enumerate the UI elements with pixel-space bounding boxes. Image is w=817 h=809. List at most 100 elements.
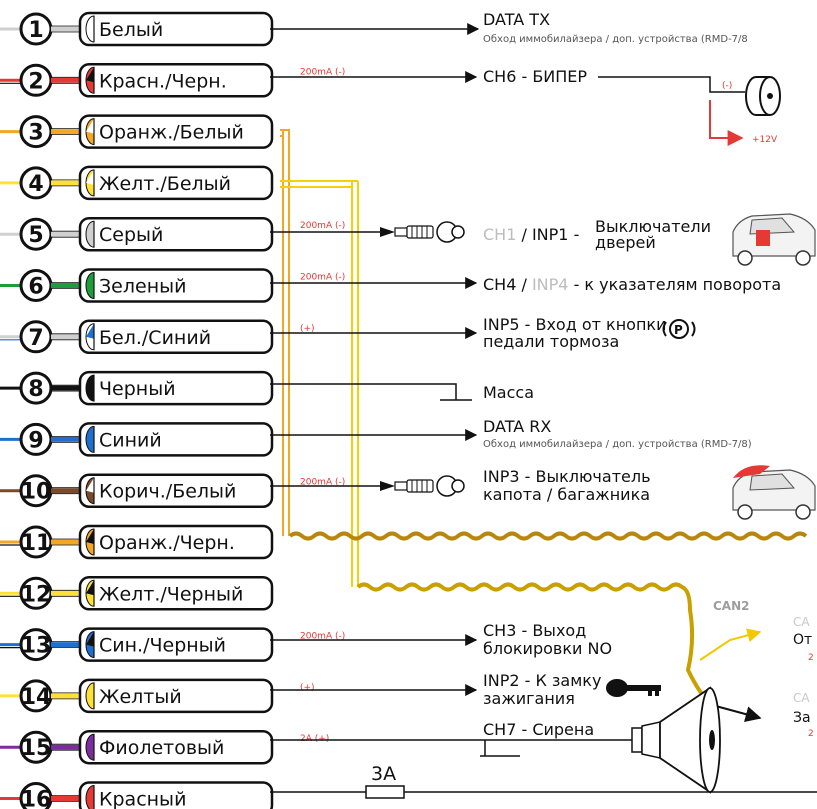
wire-current-note: (+)	[300, 324, 315, 334]
wire-label: Синий	[99, 429, 162, 451]
car-door-icon	[732, 213, 816, 266]
dest-ch7: CH7 - Сирена	[483, 720, 594, 739]
color-swatch	[85, 682, 95, 710]
wire-label: Син./Черный	[99, 635, 226, 657]
pin-number: 12	[21, 582, 52, 607]
can2-twisted-pair	[356, 582, 714, 707]
dest-inp3-line1: INP3 - Выключатель	[483, 467, 651, 486]
wire-label: Оранж./Черн.	[99, 532, 235, 554]
stripe-swatch	[86, 580, 94, 596]
dest-ch4-rest: - к указателям поворота	[574, 275, 782, 294]
pin-number: 1	[28, 18, 43, 43]
can-out-top-gray: CA	[793, 615, 810, 629]
dest-inp2-line2: зажигания	[483, 689, 575, 708]
color-swatch	[85, 733, 95, 761]
pin-number: 2	[28, 69, 43, 94]
pin-row-4: 4 Желт./Белый	[0, 165, 274, 201]
stripe-swatch	[86, 118, 94, 134]
color-swatch	[85, 15, 95, 43]
pin-number: 7	[28, 326, 43, 351]
pin-number: 4	[28, 172, 43, 197]
wire-label-box	[78, 268, 274, 303]
wire-label: Желтый	[99, 686, 182, 708]
dest-inp5-line2: педали тормоза	[483, 332, 619, 351]
pin-row-7: 7 Бел./Синий (+)	[0, 319, 315, 355]
wire-label: Желт./Белый	[99, 173, 231, 195]
dest-ground: Масса	[483, 383, 534, 402]
bundle-wires	[280, 129, 359, 587]
stripe-swatch	[86, 631, 94, 647]
wire-label-box	[78, 678, 274, 714]
wire-current-note: 200mA (-)	[300, 273, 345, 283]
wire-label-box	[78, 216, 274, 252]
can-out-bottom: За	[793, 710, 811, 726]
wire-label-box	[78, 781, 274, 809]
pin-number: 8	[28, 377, 43, 402]
pin-number: 6	[28, 275, 43, 300]
can-out-bottom-small: 2	[808, 729, 814, 739]
dest-ch6: CH6 - БИПЕР	[483, 67, 587, 86]
can-out-bottom-gray: CA	[793, 691, 810, 705]
dest-data-rx: DATA RX	[483, 417, 551, 436]
wire-label: Желт./Черный	[99, 583, 243, 605]
wire-current-note: (+)	[300, 683, 315, 693]
fuse-icon	[365, 785, 405, 799]
wire-label-box	[78, 729, 274, 765]
dest-ch1-rest: / INP1 -	[521, 225, 579, 244]
wire-label: Серый	[99, 224, 163, 246]
dest-ch4-pre: CH4 /	[483, 275, 527, 294]
can2-branch-bottom	[711, 704, 762, 722]
brake-p-icon: P	[662, 319, 696, 339]
wire-label: Зеленый	[99, 276, 186, 298]
wire-label-box	[78, 473, 274, 508]
stripe-swatch	[86, 323, 94, 339]
svg-text:P: P	[674, 323, 683, 337]
pin-row-9: 9 Синий	[0, 422, 274, 457]
dest-ch1-line2: дверей	[595, 233, 656, 252]
dest-inp5-line1: INP5 - Вход от кнопки	[483, 315, 666, 334]
wire-label-box	[78, 165, 274, 201]
wire-label-box	[78, 422, 274, 457]
wire-label: Красн./Черн.	[99, 70, 227, 92]
beeper-wire-minus	[598, 76, 745, 93]
siren-icon	[631, 686, 721, 794]
dest-ch1: CH1 / INP1 -	[483, 225, 579, 244]
wire-label: Бел./Синий	[99, 327, 211, 349]
dest-ch1-gray: CH1	[483, 225, 516, 244]
color-swatch	[85, 425, 95, 453]
beeper-icon	[745, 76, 781, 116]
color-swatch	[85, 220, 95, 248]
pin-number: 16	[21, 788, 52, 809]
ignition-key-icon	[606, 679, 661, 697]
wire-label-box	[78, 114, 274, 149]
connector-10-icon	[380, 475, 465, 497]
dest-ch1-line1: Выключатели	[595, 217, 711, 236]
dest-data-rx-sub: Обход иммобилайзера / доп. устройства (R…	[483, 439, 752, 450]
fuse-label: 3A	[371, 763, 396, 785]
pin-number: 14	[21, 685, 52, 710]
pin-number: 3	[28, 121, 43, 146]
can-twisted-pair-orange	[288, 531, 808, 541]
wire-label: Корич./Белый	[99, 481, 236, 503]
pin-row-14: 14 Желтый (+)	[0, 678, 315, 714]
pin-number: 9	[28, 428, 43, 453]
pin-number: 5	[28, 223, 43, 248]
pin-row-1: 1 Белый	[0, 11, 274, 47]
wire-label: Белый	[99, 19, 163, 41]
ground-15	[480, 740, 520, 757]
dest-inp3-line2: капота / багажника	[483, 485, 650, 504]
wire-current-note: 2A (+)	[300, 734, 329, 744]
wire-label-box	[78, 319, 274, 355]
dest-ch4: CH4 / INP4 - к указателям поворота	[483, 275, 781, 294]
beeper-plus: +12V	[752, 135, 778, 145]
can-out-top-small: 2	[808, 653, 814, 663]
stripe-swatch	[86, 529, 94, 544]
wire-8-out	[270, 383, 457, 400]
wire-label-box	[78, 63, 274, 98]
pin-row-12: 12 Желт./Черный	[0, 576, 274, 611]
pin-number: 11	[21, 531, 52, 556]
